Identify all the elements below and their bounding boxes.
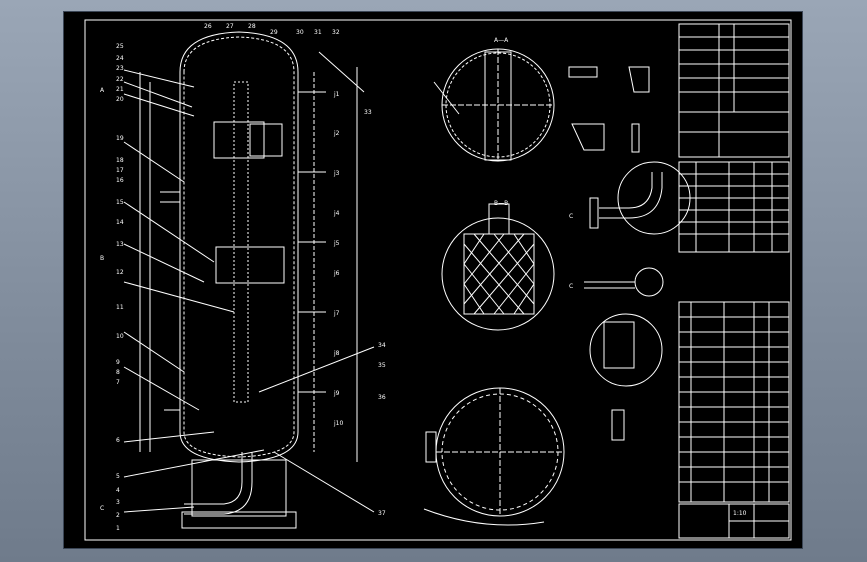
- callout-5: 5: [116, 473, 120, 480]
- nozzle-label-j4: j4: [333, 210, 340, 217]
- callout-15: 15: [116, 199, 124, 206]
- nozzle-label-j7: j7: [333, 310, 340, 317]
- callout-33: 33: [364, 109, 372, 116]
- internal-column: [233, 81, 249, 403]
- callout-9: 9: [116, 359, 120, 366]
- callout-25: 25: [116, 43, 124, 50]
- callout-34: 34: [378, 342, 386, 349]
- callout-37: 37: [378, 510, 386, 517]
- callout-1: 1: [116, 525, 120, 532]
- callout-7: 7: [116, 379, 120, 386]
- callout-12: 12: [116, 269, 124, 276]
- drawing-canvas: A—A B—B C C A B C 1 2 3 4 5 6 7 8 9 10 1…: [64, 12, 802, 548]
- vessel-base-ring: [181, 511, 297, 529]
- callout-32: 32: [332, 29, 340, 36]
- callout-18: 18: [116, 157, 124, 164]
- detail-circle-2: [589, 313, 663, 387]
- nozzle-label-j6: j6: [333, 270, 340, 277]
- internal-box-1: [213, 121, 265, 159]
- nozzle-label-j10: j10: [333, 420, 343, 427]
- vessel-elevation: [123, 31, 375, 529]
- title-block-scale: 1:10: [733, 510, 747, 517]
- callout-6: 6: [116, 437, 120, 444]
- callout-30: 30: [296, 29, 304, 36]
- section-label-c-left: C: [569, 213, 573, 220]
- parts-list-table: [678, 301, 790, 503]
- nozzle-label-j5: j5: [333, 240, 340, 247]
- view-label-c: C: [100, 505, 104, 512]
- callout-36: 36: [378, 394, 386, 401]
- vessel-inner-shell: [183, 36, 295, 458]
- callout-14: 14: [116, 219, 124, 226]
- section-label-a-a: A—A: [494, 37, 509, 44]
- callout-35: 35: [378, 362, 386, 369]
- callout-8: 8: [116, 369, 120, 376]
- callout-27: 27: [226, 23, 234, 30]
- internal-box-2: [215, 246, 285, 284]
- callout-22: 22: [116, 76, 124, 83]
- nozzle-label-j2: j2: [333, 130, 340, 137]
- vessel-skirt: [191, 459, 287, 517]
- callout-31: 31: [314, 29, 322, 36]
- internal-box-3: [249, 123, 283, 157]
- callout-3: 3: [116, 499, 120, 506]
- section-views: [423, 48, 565, 526]
- callout-11: 11: [116, 304, 124, 311]
- callout-4: 4: [116, 487, 120, 494]
- section-b-b-grid: [463, 233, 535, 315]
- callout-21: 21: [116, 86, 124, 93]
- section-label-b-b: B—B: [494, 200, 508, 207]
- callout-17: 17: [116, 167, 124, 174]
- nozzle-label-j3: j3: [333, 170, 340, 177]
- section-b-b-circle: [441, 217, 555, 331]
- callout-29: 29: [270, 29, 278, 36]
- callout-20: 20: [116, 96, 124, 103]
- callout-26: 26: [204, 23, 212, 30]
- callout-10: 10: [116, 333, 124, 340]
- callout-16: 16: [116, 177, 124, 184]
- nozzle-label-j9: j9: [333, 390, 340, 397]
- drawing-border: [84, 19, 792, 541]
- drawing-labels: A—A B—B C C A B C 1 2 3 4 5 6 7 8 9 10 1…: [100, 23, 747, 532]
- callout-13: 13: [116, 241, 124, 248]
- view-label-b: B: [100, 255, 104, 262]
- tables: [678, 23, 790, 539]
- callout-28: 28: [248, 23, 256, 30]
- callout-24: 24: [116, 55, 124, 62]
- detail-views: [568, 66, 691, 441]
- section-label-c-right: C: [569, 283, 573, 290]
- engineering-drawing: A—A B—B C C A B C 1 2 3 4 5 6 7 8 9 10 1…: [84, 19, 792, 541]
- callout-23: 23: [116, 65, 124, 72]
- callout-19: 19: [116, 135, 124, 142]
- nozzle-label-j1: j1: [333, 91, 340, 98]
- vessel-shell: [179, 31, 299, 463]
- view-label-a: A: [100, 87, 105, 94]
- nozzle-label-j8: j8: [333, 350, 340, 357]
- nozzle-table: [678, 161, 790, 253]
- callout-2: 2: [116, 512, 120, 519]
